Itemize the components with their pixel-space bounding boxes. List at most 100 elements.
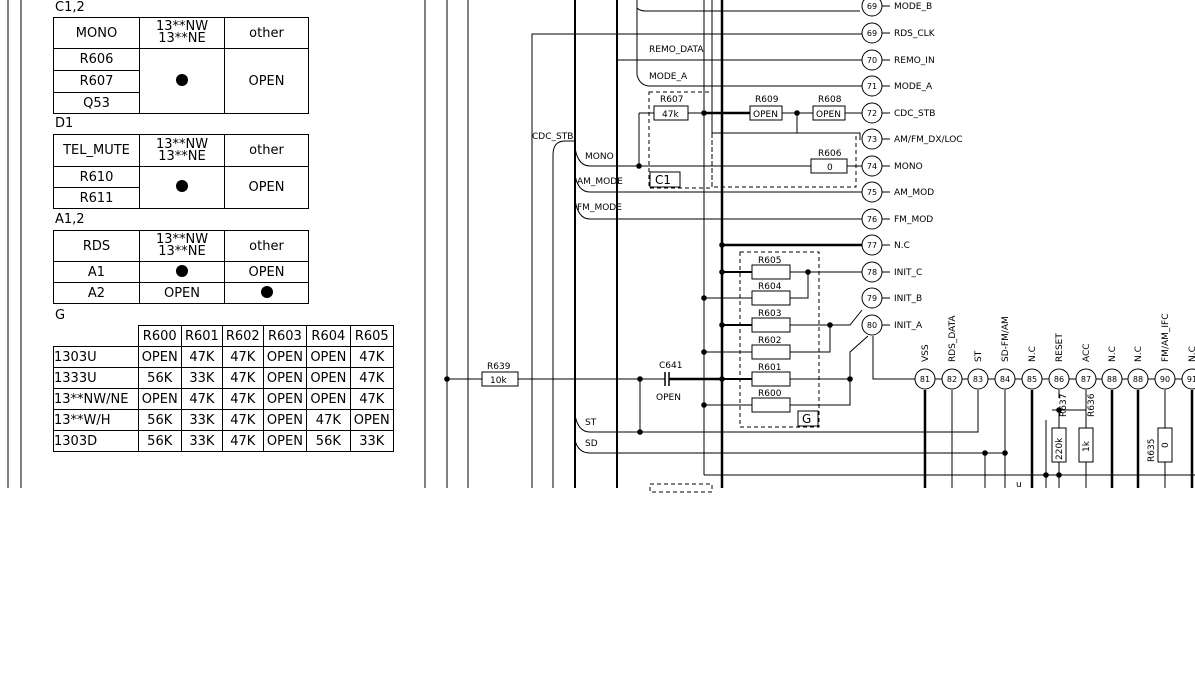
dashed-box-c1: [648, 91, 713, 189]
junction-dot: [637, 376, 643, 382]
junction-dot: [1002, 450, 1008, 456]
resistor-r604: [751, 290, 791, 306]
table-cell: OPEN: [306, 346, 351, 368]
table-cell-line: 13**NE: [158, 148, 206, 164]
table-cell: 13**NW 13**NE: [139, 230, 225, 262]
schematic-label: R636: [1087, 393, 1097, 417]
schematic-label: ST: [585, 418, 597, 428]
pin-label: INIT_A: [894, 321, 923, 331]
pin-label: ST: [974, 350, 984, 362]
schematic-label: R602: [758, 336, 781, 346]
pin-number: 79: [867, 294, 877, 303]
table-cell-line: 13**NW: [155, 19, 209, 34]
wire: [790, 272, 809, 299]
schematic-label: R606: [818, 149, 842, 159]
filled-dot-icon: [176, 180, 188, 192]
pin-label: N.C: [894, 241, 910, 251]
wire-rds-clk: [531, 33, 862, 488]
schematic-label: R601: [758, 363, 781, 373]
table-cell: [224, 282, 309, 304]
schematic-label: 0: [827, 163, 833, 173]
junction-dot: [719, 242, 725, 248]
table-cell: 47K: [221, 430, 264, 452]
resistor-r600: [751, 397, 791, 413]
junction-dot: [719, 322, 725, 328]
wire: [790, 378, 851, 406]
pin-circle: [1181, 368, 1195, 390]
pin-label: FM_MOD: [894, 215, 933, 225]
schematic-label: REMO_DATA: [649, 45, 704, 55]
pin-label: MONO: [894, 162, 923, 172]
table-cell: other: [224, 230, 309, 262]
table-cell: Q53: [53, 92, 140, 114]
pin-label: MODE_B: [894, 2, 932, 12]
table-col-header: R603: [262, 325, 308, 347]
table-cell: OPEN: [224, 48, 309, 114]
table-cell-line: 13**NE: [158, 244, 206, 259]
table-cell: 56K: [137, 430, 182, 452]
schematic-label: R600: [758, 389, 782, 399]
resistor-r639: [481, 371, 519, 387]
dashed-box: [711, 132, 857, 188]
table-cell: 56K: [306, 430, 351, 452]
resistor-r609: [749, 105, 783, 121]
pin-number: 88: [1133, 375, 1143, 384]
table-cell: OPEN: [139, 282, 225, 304]
table-c12-title: C1,2: [55, 0, 85, 15]
pin-number: 78: [867, 268, 877, 277]
junction-dot: [1043, 472, 1049, 478]
schematic-label: CDC_STB: [532, 132, 573, 142]
schematic-label: C1: [655, 173, 671, 187]
table-cell: 13**NW 13**NE: [139, 17, 225, 49]
pin-circle: [1154, 368, 1176, 390]
pin-number: 69: [867, 2, 877, 11]
table-row-header: 13**NW/NE: [53, 388, 139, 410]
table-cell: 33K: [180, 409, 223, 431]
schematic-label: OPEN: [753, 110, 778, 120]
pin-label: RESET: [1055, 333, 1065, 362]
pin-number: 80: [867, 321, 877, 330]
junction-dot: [701, 349, 707, 355]
pin-label: VSS: [921, 344, 931, 362]
wire: [872, 336, 918, 380]
ic-pin: 80 INIT_A: [861, 314, 923, 336]
pin-number: 71: [867, 82, 877, 91]
junction-dot: [982, 450, 988, 456]
table-cell: MONO: [53, 17, 140, 49]
pin-label: CDC_STB: [894, 109, 935, 119]
ic-pin: 88N.C: [1101, 346, 1123, 390]
ic-pin: 88N.C: [1127, 346, 1149, 390]
table-cell: 47K: [180, 388, 223, 410]
resistor-r605: [751, 264, 791, 280]
table-cell: [139, 166, 225, 209]
table-cell: R611: [53, 187, 140, 209]
pin-label: RDS_CLK: [894, 29, 936, 39]
junction-dot: [827, 322, 833, 328]
junction-dot: [701, 110, 707, 116]
schematic-label: MONO: [585, 152, 614, 162]
schematic-label: OPEN: [656, 393, 681, 403]
table-cell: 33K: [349, 430, 395, 452]
table-cell-line: 13**NW: [155, 136, 209, 152]
schematic-label: R605: [758, 256, 781, 266]
filled-dot-icon: [176, 73, 188, 86]
table-cell: TEL_MUTE: [53, 134, 140, 167]
schematic-label: R635: [1147, 439, 1157, 462]
pin-circle: [1127, 368, 1149, 390]
junction-dot: [1056, 407, 1062, 413]
junction-dot: [637, 429, 643, 435]
pin-number: 75: [867, 188, 877, 197]
table-cell-line: 13**NE: [158, 31, 206, 46]
table-cell: 47K: [221, 367, 264, 389]
